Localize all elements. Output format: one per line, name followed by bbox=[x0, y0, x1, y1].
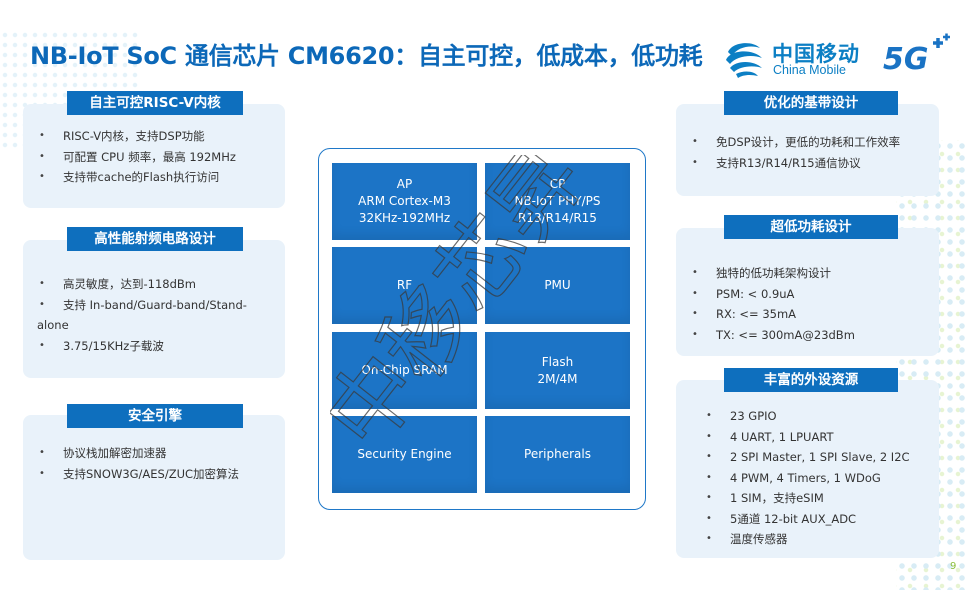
5g-badge-text: 5G bbox=[883, 42, 929, 77]
card-heading: 高性能射频电路设计 bbox=[67, 227, 243, 251]
card-rf-design: 高灵敏度，达到-118dBm 支持 In-band/Guard-band/Sta… bbox=[23, 240, 285, 378]
card-heading: 优化的基带设计 bbox=[724, 91, 898, 115]
block-peripherals: Peripherals bbox=[485, 416, 630, 493]
list-item-text: 支持 In-band/Guard-band/Stand- bbox=[63, 297, 247, 312]
block-line: ARM Cortex-M3 bbox=[358, 194, 451, 208]
page-title: NB-IoT SoC 通信芯片 CM6620：自主可控，低成本，低功耗 bbox=[30, 42, 703, 70]
block-line: CP bbox=[549, 177, 566, 191]
block-line: Security Engine bbox=[357, 447, 452, 461]
block-sram: On-Chip SRAM bbox=[332, 332, 477, 409]
block-line: AP bbox=[396, 177, 413, 191]
block-line: PMU bbox=[544, 278, 571, 292]
5g-badge-icon: 5G bbox=[883, 33, 950, 77]
list-item: 3.75/15KHz子载波 bbox=[37, 336, 277, 357]
block-flash: Flash 2M/4M bbox=[485, 332, 630, 409]
list-item: PSM: < 0.9uA bbox=[690, 284, 855, 305]
card-security: 协议栈加解密加速器 支持SNOW3G/AES/ZUC加密算法 bbox=[23, 415, 285, 560]
card-peripherals: 23 GPIO 4 UART, 1 LPUART 2 SPI Master, 1… bbox=[676, 380, 939, 558]
list-item: 支持 In-band/Guard-band/Stand-alone bbox=[37, 295, 277, 336]
list-item: 1 SIM，支持eSIM bbox=[704, 488, 910, 509]
list-item: 高灵敏度，达到-118dBm bbox=[37, 274, 277, 295]
list-item: 免DSP设计，更低的功耗和工作效率 bbox=[690, 132, 900, 153]
list-item: 4 PWM, 4 Timers, 1 WDoG bbox=[704, 468, 910, 489]
list-item: 协议栈加解密加速器 bbox=[37, 443, 239, 464]
card-heading: 丰富的外设资源 bbox=[724, 368, 898, 392]
block-cp: CP NB-IoT PHY/PS R13/R14/R15 bbox=[485, 163, 630, 240]
5g-logo: 5G bbox=[881, 33, 951, 79]
block-line: RF bbox=[396, 278, 413, 292]
block-line: On-Chip SRAM bbox=[361, 363, 448, 377]
list-item: RISC-V内核，支持DSP功能 bbox=[37, 126, 236, 147]
card-heading: 自主可控RISC-V内核 bbox=[67, 91, 243, 115]
block-rf: RF bbox=[332, 247, 477, 324]
card-low-power: 独特的低功耗架构设计 PSM: < 0.9uA RX: <= 35mA TX: … bbox=[676, 228, 939, 356]
list-item: TX: <= 300mA@23dBm bbox=[690, 325, 855, 346]
block-line: R13/R14/R15 bbox=[518, 211, 597, 225]
list-item-continuation: alone bbox=[37, 318, 69, 332]
list-item: 支持R13/R14/R15通信协议 bbox=[690, 153, 900, 174]
list-item: 5通道 12-bit AUX_ADC bbox=[704, 509, 910, 530]
block-line: Peripherals bbox=[524, 447, 591, 461]
list-item: 可配置 CPU 频率，最高 192MHz bbox=[37, 147, 236, 168]
page-number: 9 bbox=[950, 561, 957, 572]
logo-text-en: China Mobile bbox=[773, 63, 846, 77]
card-risc-v: RISC-V内核，支持DSP功能 可配置 CPU 频率，最高 192MHz 支持… bbox=[23, 104, 285, 208]
block-ap: AP ARM Cortex-M3 32KHz-192MHz bbox=[332, 163, 477, 240]
list-item: 4 UART, 1 LPUART bbox=[704, 427, 910, 448]
list-item: 23 GPIO bbox=[704, 406, 910, 427]
list-item: 温度传感器 bbox=[704, 529, 910, 550]
block-line: 32KHz-192MHz bbox=[358, 211, 451, 225]
card-baseband: 免DSP设计，更低的功耗和工作效率 支持R13/R14/R15通信协议 bbox=[676, 104, 939, 196]
logo-text-cn: 中国移动 bbox=[772, 42, 860, 66]
china-mobile-emblem-icon bbox=[726, 43, 762, 78]
block-line: NB-IoT PHY/PS bbox=[514, 194, 601, 208]
china-mobile-logo: 中国移动 China Mobile bbox=[722, 38, 867, 80]
block-line: Flash bbox=[541, 354, 574, 369]
list-item: 支持带cache的Flash执行访问 bbox=[37, 167, 236, 188]
card-heading: 超低功耗设计 bbox=[724, 215, 898, 239]
list-item: 支持SNOW3G/AES/ZUC加密算法 bbox=[37, 464, 239, 485]
block-line: 2M/4M bbox=[537, 371, 578, 386]
list-item: 独特的低功耗架构设计 bbox=[690, 263, 855, 284]
block-security-engine: Security Engine bbox=[332, 416, 477, 493]
list-item: 2 SPI Master, 1 SPI Slave, 2 I2C bbox=[704, 447, 910, 468]
card-heading: 安全引擎 bbox=[67, 404, 243, 428]
list-item: RX: <= 35mA bbox=[690, 304, 855, 325]
block-pmu: PMU bbox=[485, 247, 630, 324]
